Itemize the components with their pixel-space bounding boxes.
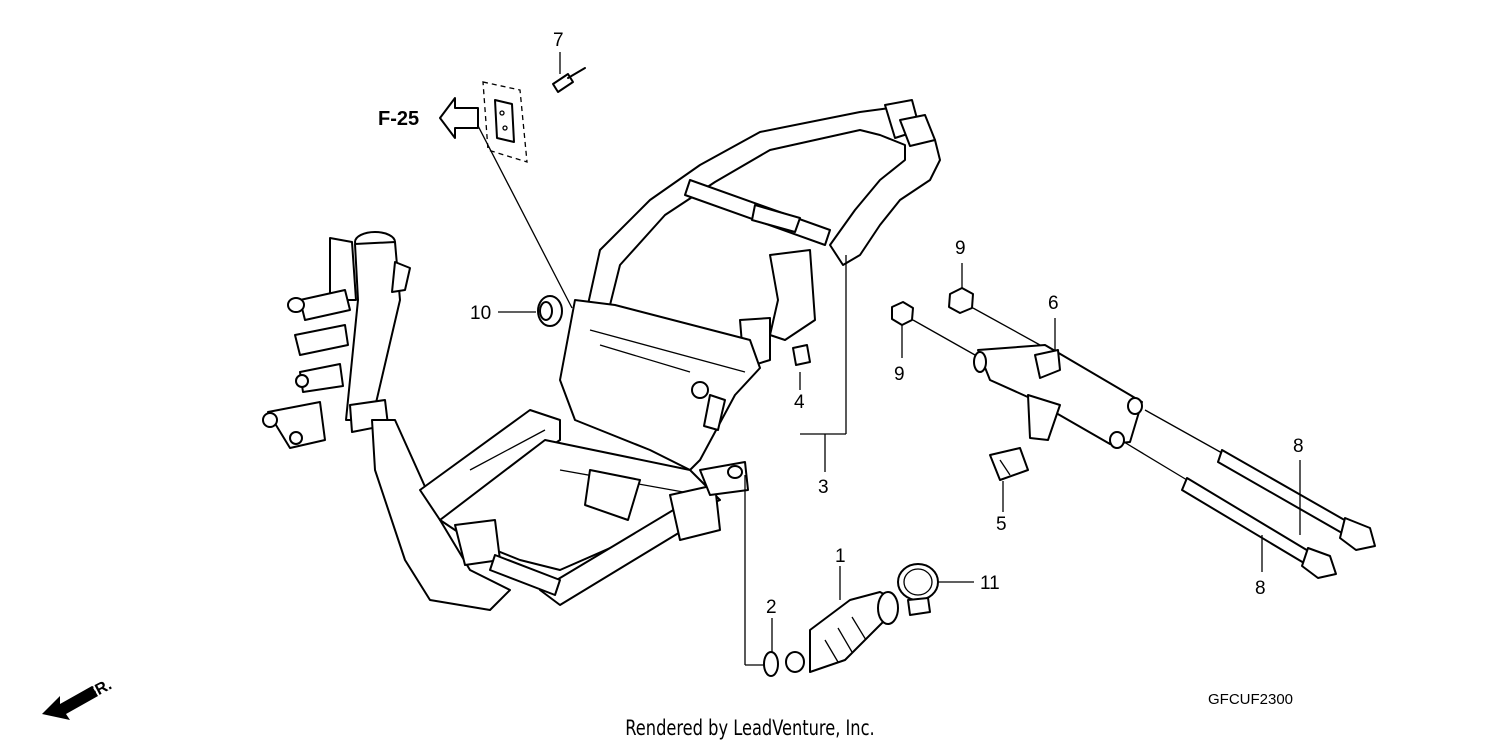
- callout-numbers: 7 10 4 3 2 1 11 9 9 6 5 8 8: [470, 30, 1304, 618]
- dashed-bracket-box: [482, 81, 528, 163]
- callout-3[interactable]: 3: [818, 477, 829, 498]
- callout-9-lower[interactable]: 9: [894, 364, 905, 385]
- part-5-rubber[interactable]: [989, 447, 1029, 481]
- part-9-nut-lower[interactable]: [891, 301, 914, 326]
- part-4-nut[interactable]: [792, 344, 811, 366]
- part-1-boot[interactable]: [785, 591, 899, 673]
- part-7-bolt[interactable]: [552, 67, 586, 93]
- reference-arrow[interactable]: F-25: [378, 97, 479, 139]
- callout-5[interactable]: 5: [996, 514, 1007, 535]
- part-10-clamp[interactable]: [537, 295, 563, 327]
- callout-8-upper[interactable]: 8: [1293, 436, 1304, 457]
- reference-label: F-25: [378, 108, 419, 130]
- diagram-code: GFCUF2300: [1208, 691, 1293, 708]
- footer-credit: Rendered by LeadVenture, Inc.: [625, 716, 875, 740]
- part-2-clip[interactable]: [763, 651, 779, 677]
- callout-8-lower[interactable]: 8: [1255, 578, 1266, 599]
- callout-9-upper[interactable]: 9: [955, 238, 966, 259]
- part-8-bolt-upper[interactable]: [1217, 449, 1376, 551]
- callout-6[interactable]: 6: [1048, 293, 1059, 314]
- callout-11[interactable]: 11: [980, 573, 1000, 594]
- callout-4[interactable]: 4: [794, 392, 805, 413]
- part-8-bolt-lower[interactable]: [1181, 477, 1337, 579]
- main-frame[interactable]: [262, 99, 941, 611]
- callout-1[interactable]: 1: [835, 546, 846, 567]
- leader-lines: [474, 52, 1301, 666]
- front-arrow: FR.: [42, 676, 115, 720]
- part-11-band[interactable]: [897, 563, 939, 616]
- callout-2[interactable]: 2: [766, 597, 777, 618]
- callout-7[interactable]: 7: [553, 30, 564, 51]
- callout-10[interactable]: 10: [470, 303, 491, 324]
- part-6-hanger[interactable]: [973, 344, 1143, 449]
- part-9-nut-upper[interactable]: [948, 287, 974, 314]
